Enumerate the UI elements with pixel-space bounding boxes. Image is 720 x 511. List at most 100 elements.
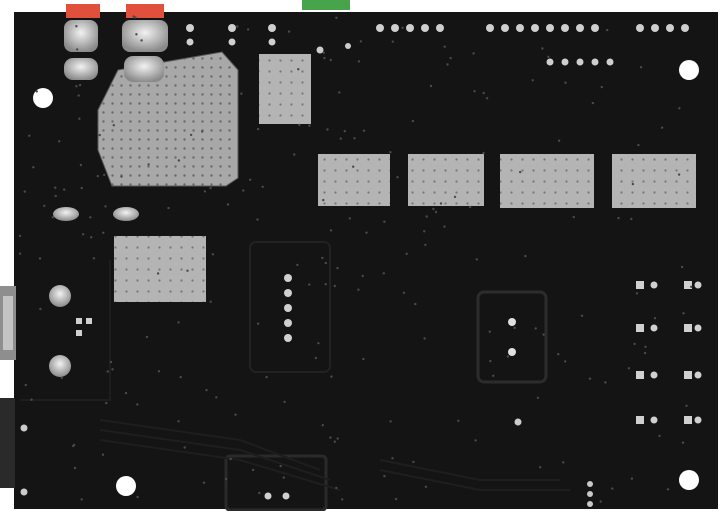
via	[186, 38, 194, 46]
sd-card-slot	[0, 398, 15, 488]
via	[677, 173, 681, 176]
via	[333, 440, 336, 443]
via	[611, 487, 614, 490]
via	[591, 58, 599, 66]
via	[98, 133, 101, 137]
via	[23, 190, 26, 193]
via	[572, 215, 575, 219]
via	[234, 413, 237, 416]
via	[424, 243, 427, 247]
via	[324, 261, 327, 265]
via	[329, 58, 332, 62]
via	[202, 481, 206, 484]
via	[209, 186, 212, 190]
via	[391, 457, 394, 460]
copper-zone-top	[259, 54, 311, 124]
via	[546, 58, 554, 66]
via	[183, 446, 186, 449]
via	[482, 151, 485, 155]
via	[106, 370, 110, 373]
via	[606, 58, 614, 66]
via-holes	[18, 15, 702, 507]
via	[18, 252, 22, 255]
via	[362, 129, 366, 132]
via	[557, 353, 560, 356]
oval-pad	[113, 207, 139, 221]
via	[177, 159, 181, 162]
via	[436, 24, 444, 32]
via	[167, 206, 170, 210]
via	[357, 288, 360, 291]
via	[506, 355, 510, 358]
via	[682, 312, 685, 315]
mounting-hole	[679, 470, 699, 490]
via	[653, 317, 657, 320]
copper-zone-main	[97, 51, 239, 187]
via	[135, 33, 138, 36]
via	[284, 274, 292, 282]
via	[599, 500, 602, 503]
via	[600, 85, 603, 89]
via	[322, 51, 325, 54]
via	[353, 137, 356, 140]
via	[424, 485, 428, 488]
via	[539, 466, 542, 469]
via	[389, 420, 392, 423]
via	[240, 92, 243, 95]
via	[542, 333, 545, 336]
via	[75, 25, 78, 28]
via	[391, 40, 394, 43]
via	[20, 488, 28, 496]
via	[339, 137, 342, 140]
via	[681, 441, 685, 444]
via	[81, 233, 85, 236]
via	[24, 383, 27, 387]
via	[104, 205, 107, 208]
via	[694, 416, 702, 424]
via	[201, 130, 204, 133]
via	[203, 190, 207, 193]
via	[136, 403, 139, 406]
copper-zone-lower	[114, 236, 206, 302]
via	[322, 198, 325, 202]
via	[694, 324, 702, 332]
via	[60, 376, 63, 380]
via	[39, 307, 42, 311]
via	[211, 253, 215, 256]
via	[256, 322, 260, 325]
via	[54, 186, 57, 189]
via	[179, 375, 182, 379]
mounting-hole	[116, 476, 136, 496]
via	[314, 356, 318, 360]
driver-zone	[408, 154, 484, 206]
via	[298, 123, 301, 127]
via	[282, 476, 285, 479]
via	[488, 330, 491, 333]
via	[205, 388, 208, 392]
square-pad	[684, 371, 692, 379]
via	[576, 24, 584, 32]
via	[617, 216, 620, 220]
via	[35, 90, 38, 93]
round-pad	[49, 285, 71, 307]
driver-zone	[318, 154, 390, 206]
via	[587, 481, 593, 487]
power-pad	[64, 58, 98, 80]
via	[564, 360, 567, 363]
via	[103, 173, 106, 177]
via	[474, 439, 477, 442]
via	[591, 101, 595, 105]
via	[443, 45, 446, 48]
via	[557, 139, 561, 142]
via	[109, 360, 113, 364]
via	[513, 326, 516, 330]
via	[531, 79, 534, 82]
via	[228, 38, 236, 46]
via	[382, 272, 385, 275]
via	[157, 370, 161, 373]
via	[293, 153, 296, 156]
via	[124, 391, 128, 395]
via	[411, 119, 415, 123]
